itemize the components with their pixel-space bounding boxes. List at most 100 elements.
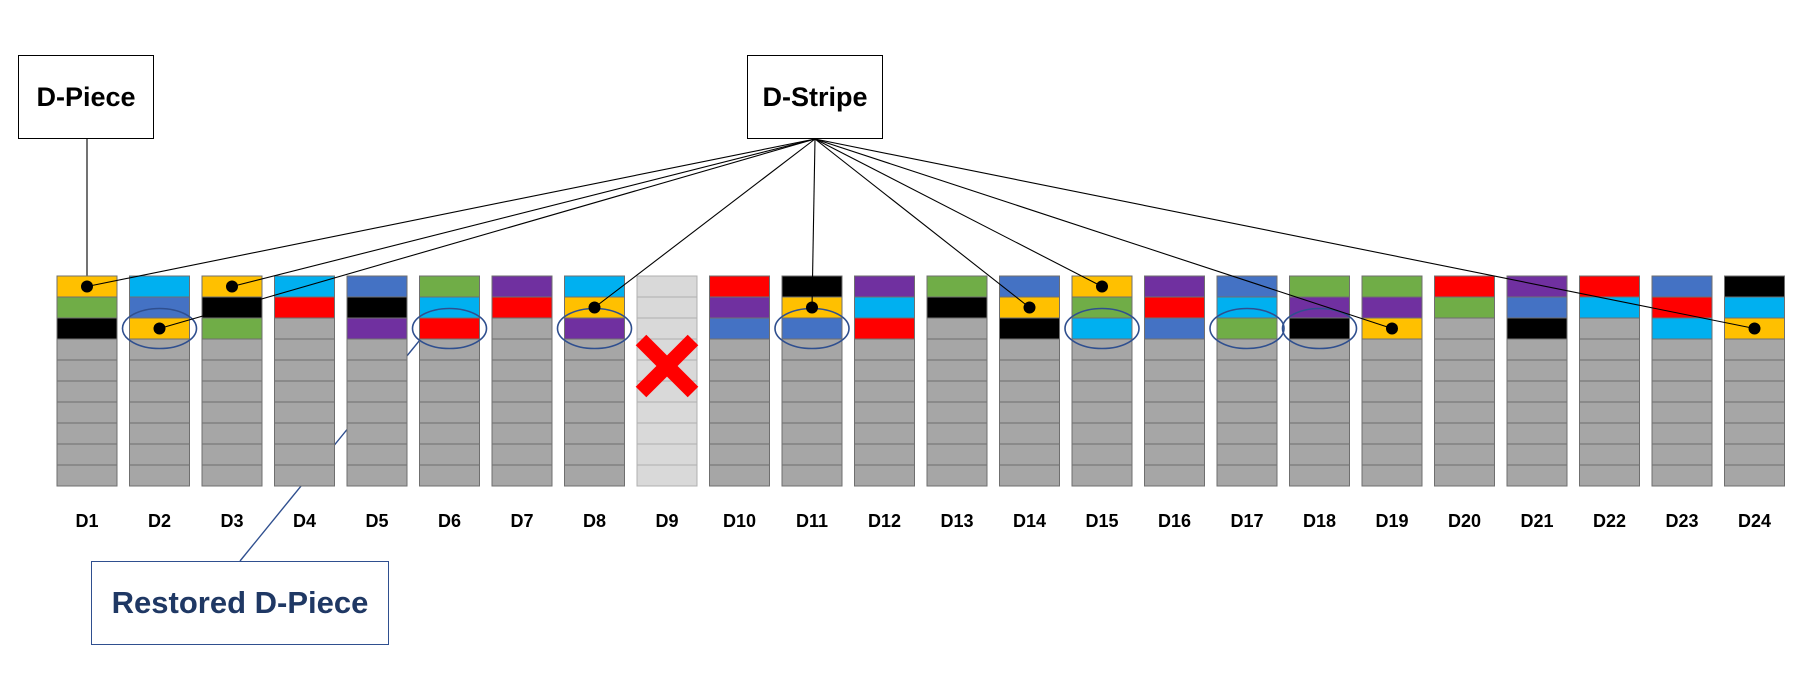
stripe-line-d15 (814, 138, 1103, 287)
d24-label: D24 (1738, 511, 1771, 531)
d22-block-2 (1579, 296, 1640, 319)
d19-block-7 (1361, 401, 1423, 424)
stripe-line-d2 (159, 138, 816, 330)
stripe-line-d14 (814, 138, 1030, 308)
d14-block-10 (999, 464, 1060, 487)
d4-block-6 (274, 380, 335, 403)
d15-block-8 (1071, 422, 1133, 445)
d9-block-7 (636, 401, 698, 424)
d1-label: D1 (75, 511, 98, 531)
d2-block-10 (129, 464, 190, 487)
d24-block-2 (1724, 296, 1785, 319)
d24-block-1 (1724, 275, 1785, 298)
d12-block-7 (854, 401, 915, 424)
d22-block-10 (1579, 464, 1640, 487)
disk-d11 (781, 275, 843, 487)
d12-label: D12 (868, 511, 901, 531)
d19-label: D19 (1375, 511, 1408, 531)
d2-block-5 (129, 359, 190, 382)
d17-block-5 (1216, 359, 1278, 382)
d1-block-6 (56, 380, 118, 403)
d16-block-3 (1144, 317, 1205, 340)
d22-block-5 (1579, 359, 1640, 382)
d2-block-8 (129, 422, 190, 445)
d4-block-9 (274, 443, 335, 466)
d7-block-10 (491, 464, 553, 487)
d6-block-6 (419, 380, 480, 403)
d20-block-6 (1434, 380, 1495, 403)
disk-d2 (129, 275, 190, 487)
d11-label: D11 (796, 511, 828, 531)
d7-block-3 (491, 317, 553, 340)
d12-block-9 (854, 443, 915, 466)
d22-block-1 (1579, 275, 1640, 298)
d18-block-10 (1289, 464, 1350, 487)
d21-block-4 (1506, 338, 1568, 361)
d24-block-8 (1724, 422, 1785, 445)
d18-block-8 (1289, 422, 1350, 445)
d3-stripe-dot (226, 280, 238, 293)
d17-label: D17 (1230, 511, 1263, 531)
disk-d12 (854, 275, 915, 487)
disk-d19 (1361, 275, 1423, 487)
d2-stripe-dot (153, 322, 166, 335)
d15-block-4 (1071, 338, 1133, 361)
d7-block-9 (491, 443, 553, 466)
d17-block-6 (1216, 380, 1278, 403)
d13-block-3 (926, 317, 988, 340)
d18-restored-highlight (1281, 307, 1358, 350)
d20-label: D20 (1448, 511, 1481, 531)
d10-block-4 (709, 338, 770, 361)
d14-block-3 (999, 317, 1060, 340)
d9-block-10 (636, 464, 698, 487)
d2-restored-highlight (121, 307, 198, 350)
d5-block-1 (346, 275, 408, 298)
d22-label: D22 (1593, 511, 1626, 531)
disk-d20 (1434, 275, 1495, 487)
d6-block-2 (419, 296, 480, 319)
d10-block-6 (709, 380, 770, 403)
cross-stroke-2 (635, 334, 699, 398)
disk-d13 (926, 275, 988, 487)
d16-block-4 (1144, 338, 1205, 361)
d13-block-7 (926, 401, 988, 424)
d23-block-4 (1651, 338, 1713, 361)
restored-d-piece-label: Restored D-Piece (111, 585, 369, 620)
d8-block-10 (564, 464, 625, 487)
d13-label: D13 (940, 511, 973, 531)
d15-block-3 (1071, 317, 1133, 340)
d23-block-9 (1651, 443, 1713, 466)
d5-block-10 (346, 464, 408, 487)
d3-block-4 (201, 338, 263, 361)
d7-block-5 (491, 359, 553, 382)
d13-block-8 (926, 422, 988, 445)
d5-block-4 (346, 338, 408, 361)
d8-block-8 (564, 422, 625, 445)
d20-block-8 (1434, 422, 1495, 445)
d1-block-5 (56, 359, 118, 382)
d4-block-4 (274, 338, 335, 361)
stripe-line-d3 (231, 138, 816, 288)
d21-label: D21 (1520, 511, 1553, 531)
d21-block-1 (1506, 275, 1568, 298)
d5-block-3 (346, 317, 408, 340)
d10-block-7 (709, 401, 770, 424)
d20-block-10 (1434, 464, 1495, 487)
disk-d22 (1579, 275, 1640, 487)
d13-block-5 (926, 359, 988, 382)
d12-block-10 (854, 464, 915, 487)
d14-block-1 (999, 275, 1060, 298)
disk-d14 (999, 275, 1060, 487)
d20-block-9 (1434, 443, 1495, 466)
d7-block-8 (491, 422, 553, 445)
d20-block-5 (1434, 359, 1495, 382)
d3-block-7 (201, 401, 263, 424)
d17-block-2 (1216, 296, 1278, 319)
d3-block-3 (201, 317, 263, 340)
d10-block-8 (709, 422, 770, 445)
disk-d17 (1216, 275, 1278, 487)
d17-block-10 (1216, 464, 1278, 487)
d21-block-2 (1506, 296, 1568, 319)
d6-restored-highlight (411, 307, 488, 350)
d6-block-10 (419, 464, 480, 487)
